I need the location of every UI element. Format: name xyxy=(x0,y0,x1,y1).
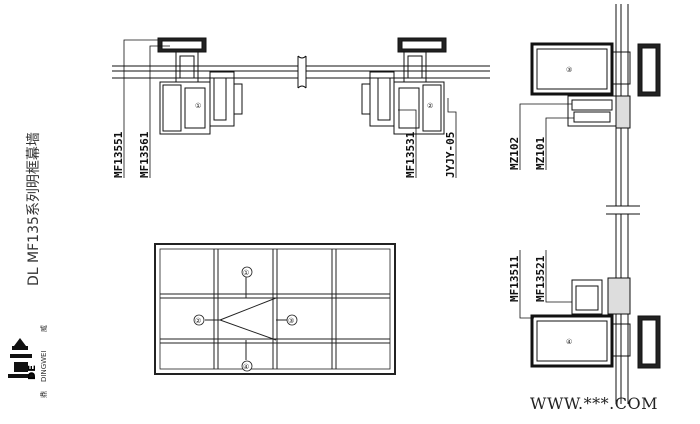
logo: DE xyxy=(8,338,38,380)
elev-mark-top: ① xyxy=(243,269,249,277)
label-jyjy05: JYJY-05 xyxy=(444,132,457,178)
section-mark-b: ② xyxy=(427,102,433,110)
label-mf13561: MF13561 xyxy=(138,131,151,178)
brand-name: DINGWEI xyxy=(40,350,48,382)
label-mf13531: MF13531 xyxy=(404,131,417,178)
section-mark-a: ① xyxy=(195,102,201,110)
label-mz102: MZ102 xyxy=(508,137,521,170)
elev-mark-right: ③ xyxy=(288,317,294,325)
leaders-top-left xyxy=(123,39,170,178)
label-mf13511: MF13511 xyxy=(508,255,521,302)
logo-text: DE xyxy=(27,365,38,380)
leaders-right xyxy=(519,103,574,319)
brand-small-left: 鼎 xyxy=(40,391,48,398)
label-mz101: MZ101 xyxy=(534,137,547,170)
elev-mark-left: ② xyxy=(195,317,201,325)
drawing-title: DL MF135系列明框幕墙 xyxy=(26,132,42,286)
elev-mark-bottom: ④ xyxy=(243,363,249,371)
watermark: WWW.***.COM xyxy=(530,394,658,413)
label-mf13521: MF13521 xyxy=(534,255,547,302)
section-mark-d: ④ xyxy=(566,338,572,346)
section-mark-c: ③ xyxy=(566,66,572,74)
right-section xyxy=(530,4,661,404)
brand-small-right: 威 xyxy=(39,325,48,332)
label-mf13551: MF13551 xyxy=(112,131,125,178)
leaders-top-mid xyxy=(398,98,457,178)
elevation-grid xyxy=(154,243,396,375)
elevation-markers xyxy=(193,266,298,372)
top-section xyxy=(112,37,490,135)
